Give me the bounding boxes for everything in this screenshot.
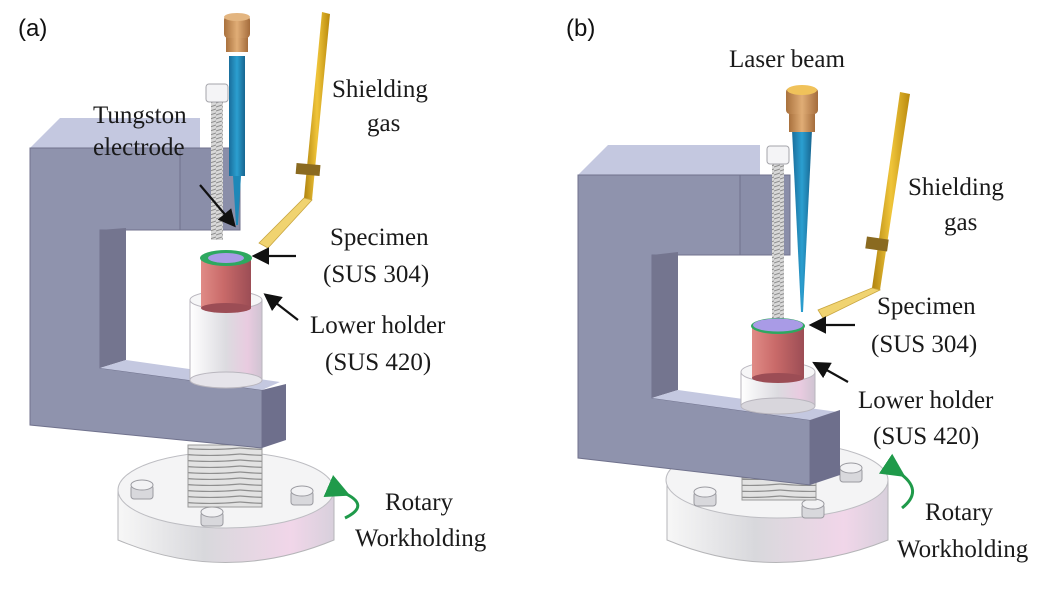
panel-a: (a) — [18, 12, 487, 563]
panel-a-label: (a) — [18, 15, 47, 42]
clamp-screw-a — [211, 100, 223, 240]
label-specimen-line2-b: (SUS 304) — [871, 331, 977, 358]
specimen-a — [200, 250, 252, 313]
screw-head-b — [766, 145, 790, 165]
rotary-arrow-a — [323, 475, 360, 520]
bolt-icon — [839, 462, 863, 483]
threaded-shaft-a — [187, 444, 263, 508]
bolt-icon — [130, 479, 154, 500]
panel-b-label: (b) — [566, 15, 595, 42]
label-rotary-line1: Rotary — [385, 489, 454, 516]
bolt-icon — [801, 498, 825, 519]
panel-b: (b) — [566, 15, 1029, 563]
label-holder-line2-b: (SUS 420) — [873, 423, 979, 450]
label-holder-line1-b: Lower holder — [858, 387, 994, 414]
shielding-gas-pipe-b — [817, 92, 910, 319]
lower-holder-a — [189, 290, 263, 389]
arrow-electrode-a — [199, 184, 236, 228]
label-electrode-line1: Tungston — [93, 102, 187, 129]
clamp-screw-b — [772, 160, 784, 328]
specimen-b — [751, 318, 805, 383]
arrow-holder-a — [263, 293, 299, 321]
rotary-arrow-b — [878, 453, 914, 510]
label-laser-beam: Laser beam — [729, 46, 845, 73]
label-gas-line2-b: gas — [944, 209, 977, 236]
bolt-icon — [290, 485, 314, 506]
bolt-icon — [693, 486, 717, 507]
label-electrode-line2: electrode — [93, 134, 185, 161]
shielding-gas-pipe-a — [258, 12, 330, 249]
bolt-icon — [200, 506, 224, 527]
screw-head-a — [205, 83, 229, 103]
label-rotary-line2-b: Workholding — [897, 536, 1029, 563]
laser-head-b — [786, 85, 818, 312]
label-holder-line2: (SUS 420) — [325, 349, 431, 376]
label-specimen-line1-b: Specimen — [877, 293, 976, 320]
label-specimen-line1: Specimen — [330, 224, 429, 251]
label-gas-line1: Shielding — [332, 76, 428, 103]
label-gas-line2: gas — [367, 110, 400, 137]
label-specimen-line2: (SUS 304) — [323, 261, 429, 288]
label-holder-line1: Lower holder — [310, 312, 446, 339]
label-gas-line1-b: Shielding — [908, 174, 1004, 201]
label-rotary-line1-b: Rotary — [925, 499, 994, 526]
c-frame-a — [29, 118, 286, 449]
tig-torch-a — [224, 13, 250, 225]
label-rotary-line2: Workholding — [355, 525, 487, 552]
arrow-holder-b — [812, 361, 849, 383]
